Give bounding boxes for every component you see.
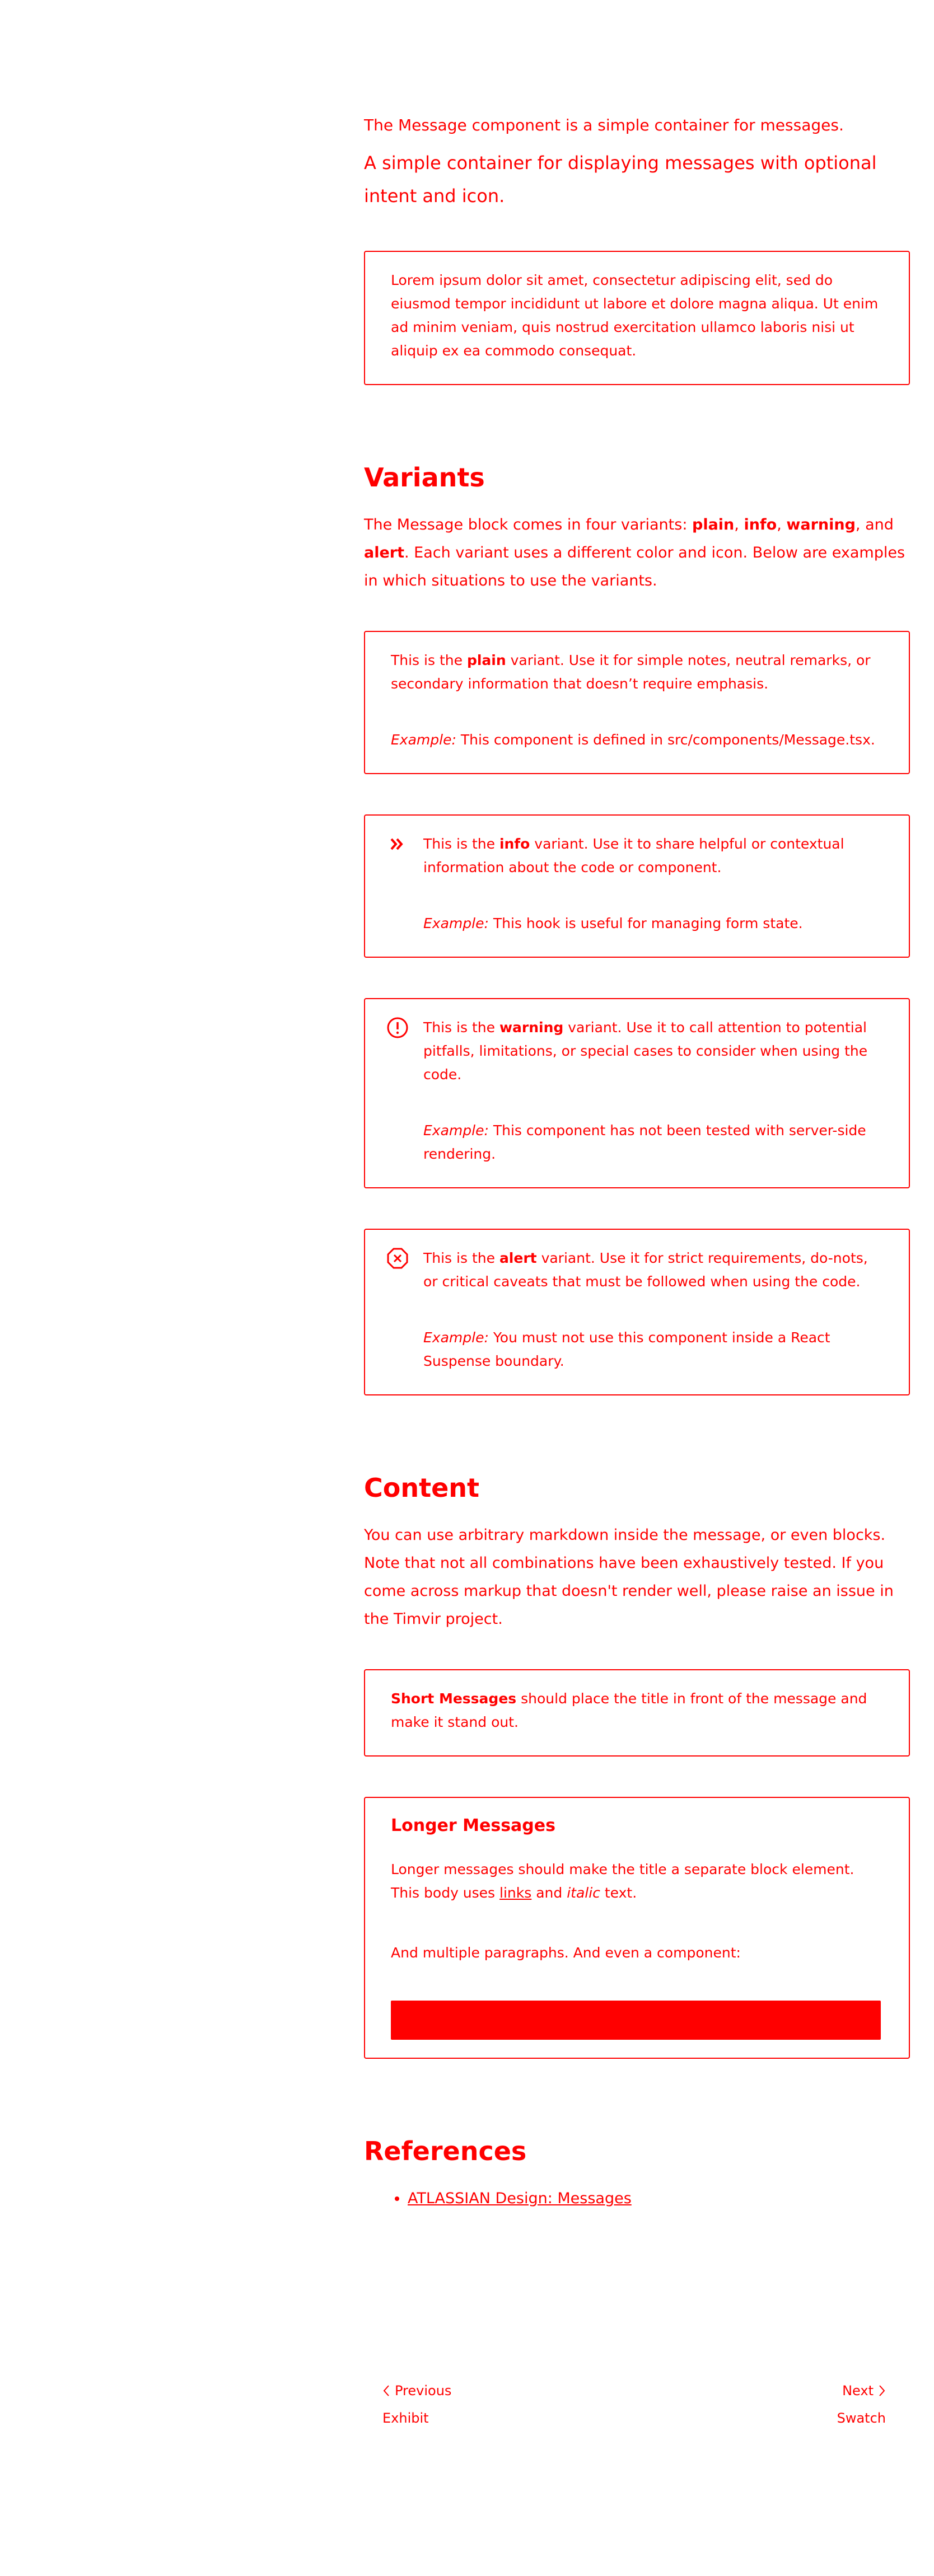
text: Example: xyxy=(391,732,456,748)
text: italic xyxy=(567,1885,600,1901)
text: and xyxy=(531,1885,567,1901)
next-title: Swatch xyxy=(837,2410,886,2426)
message-warning: This is the warning variant. Use it to c… xyxy=(364,998,910,1188)
text: alert xyxy=(364,544,405,561)
text: variant. Use it to share helpful or cont… xyxy=(423,836,844,875)
references-list: ATLASSIAN Design: Messages xyxy=(364,2185,910,2213)
chevron-left-icon xyxy=(383,2385,389,2396)
message-example: Example: This component is defined in sr… xyxy=(391,728,881,752)
text: plain xyxy=(692,516,735,533)
message-body: This is the plain variant. Use it for si… xyxy=(391,649,881,696)
demo-message: Lorem ipsum dolor sit amet, consectetur … xyxy=(364,251,910,385)
x-octagon-icon xyxy=(387,1248,408,1269)
message-alert: This is the alert variant. Use it for st… xyxy=(364,1229,910,1395)
message-body: Longer messages should make the title a … xyxy=(391,1858,881,1905)
text: This is the xyxy=(423,836,499,852)
text: , xyxy=(777,516,787,533)
text: variant. Use it to call attention to pot… xyxy=(423,1019,868,1083)
message-info: This is the info variant. Use it to shar… xyxy=(364,814,910,958)
message-short: Short Messages should place the title in… xyxy=(364,1669,910,1757)
inline-link[interactable]: links xyxy=(499,1885,532,1901)
variants-intro: The Message block comes in four variants… xyxy=(364,511,910,595)
message-example: Example: You must not use this component… xyxy=(423,1326,881,1373)
previous-label-row: Previous xyxy=(382,2381,451,2401)
next-label: Next xyxy=(842,2383,874,2399)
message-example: Example: This component has not been tes… xyxy=(423,1119,881,1166)
text: Short Messages xyxy=(391,1690,517,1707)
list-item: ATLASSIAN Design: Messages xyxy=(408,2185,910,2213)
previous-title: Exhibit xyxy=(382,2410,429,2426)
content-intro: You can use arbitrary markdown inside th… xyxy=(364,1526,894,1628)
text: Example: xyxy=(423,1329,489,1346)
previous-page-link[interactable]: Previous Exhibit xyxy=(382,2381,451,2428)
text: This is the xyxy=(391,652,467,668)
reference-link[interactable]: ATLASSIAN Design: Messages xyxy=(408,2190,632,2207)
text: variant. Use it for strict requirements,… xyxy=(423,1250,868,1290)
page-content: The Message component is a simple contai… xyxy=(364,112,910,2428)
text: alert xyxy=(499,1250,537,1266)
text: . Each variant uses a different color an… xyxy=(364,544,905,589)
intro-text: The Message component is a simple contai… xyxy=(364,116,844,134)
chevron-right-icon xyxy=(879,2385,885,2396)
message-body-2: And multiple paragraphs. And even a comp… xyxy=(391,1945,741,1961)
previous-label: Previous xyxy=(395,2383,452,2399)
pagination: Previous Exhibit Next Swatch xyxy=(364,2381,910,2428)
message-longer: Longer Messages Longer messages should m… xyxy=(364,1797,910,2059)
double-chevron-right-icon xyxy=(390,838,403,850)
text: The Message block comes in four variants… xyxy=(364,516,692,533)
text: Example: xyxy=(423,1122,489,1139)
text: This is the xyxy=(423,1019,499,1036)
message-body: This is the alert variant. Use it for st… xyxy=(423,1247,881,1294)
text: , and xyxy=(855,516,894,533)
content-heading: Content xyxy=(364,1473,480,1503)
text: This component has not been tested with … xyxy=(423,1122,866,1162)
text: Example: xyxy=(423,915,489,931)
text: You must not use this component inside a… xyxy=(423,1329,830,1369)
message-body: This is the info variant. Use it to shar… xyxy=(423,832,881,879)
text: Longer messages should make the title a … xyxy=(391,1861,854,1901)
text: plain xyxy=(466,652,506,668)
exclamation-circle-icon xyxy=(387,1017,408,1038)
text: , xyxy=(734,516,744,533)
message-example: Example: This hook is useful for managin… xyxy=(423,912,881,935)
text: This component is defined in src/compone… xyxy=(456,732,875,748)
message-body: This is the warning variant. Use it to c… xyxy=(423,1016,881,1086)
intro-lead-text: A simple container for displaying messag… xyxy=(364,152,877,207)
text: This hook is useful for managing form st… xyxy=(488,915,803,931)
references-heading: References xyxy=(364,2136,527,2166)
message-title: Longer Messages xyxy=(391,1816,555,1835)
text: warning xyxy=(499,1019,564,1036)
text: should place the title in front of the m… xyxy=(391,1690,867,1730)
text: variant. Use it for simple notes, neutra… xyxy=(391,652,871,692)
demo-message-text: Lorem ipsum dolor sit amet, consectetur … xyxy=(391,272,879,359)
variants-heading: Variants xyxy=(364,462,485,493)
message-plain: This is the plain variant. Use it for si… xyxy=(364,631,910,774)
message-body: Short Messages should place the title in… xyxy=(391,1687,881,1734)
text: text. xyxy=(600,1885,637,1901)
text: warning xyxy=(786,516,856,533)
next-label-row: Next xyxy=(842,2381,886,2401)
text: info xyxy=(499,836,530,852)
next-page-link[interactable]: Next Swatch xyxy=(837,2381,886,2428)
embedded-component xyxy=(391,2001,881,2040)
text: This is the xyxy=(423,1250,499,1266)
text: info xyxy=(744,516,777,533)
